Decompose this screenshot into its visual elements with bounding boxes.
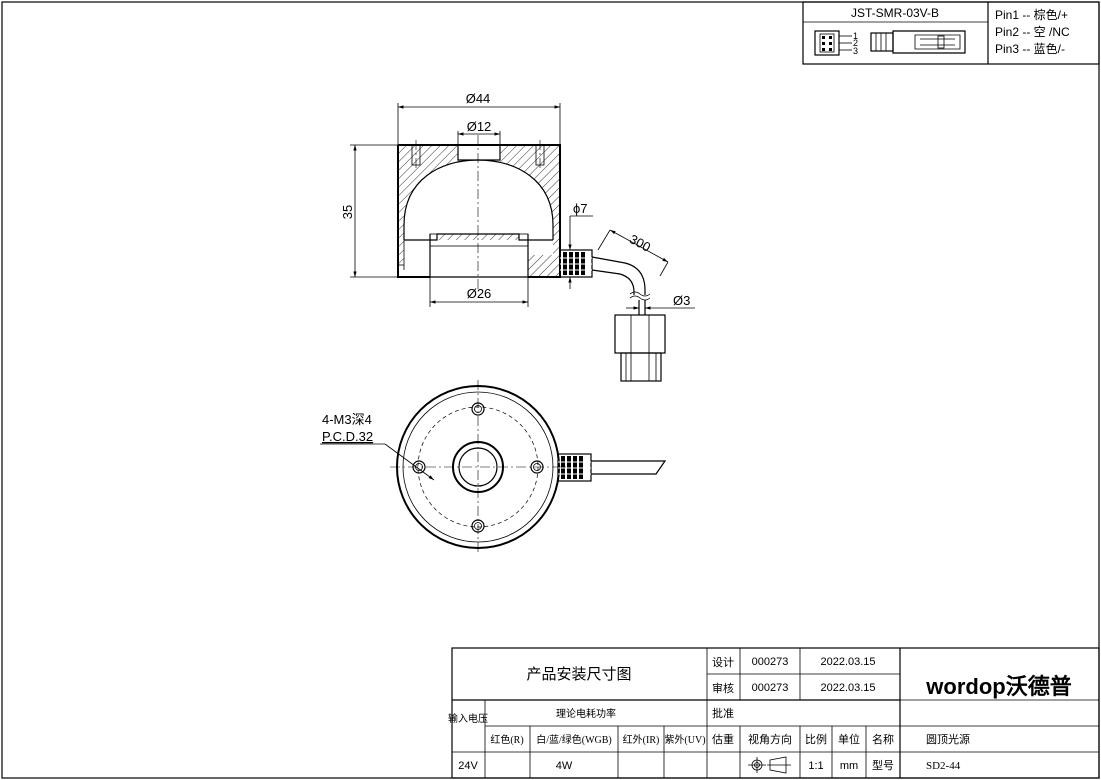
col-name: 名称 xyxy=(872,732,894,746)
mount-hole-right xyxy=(530,460,544,474)
dim-gland-diameter: ϕ7 xyxy=(573,201,588,216)
col-estimate: 估重 xyxy=(712,732,734,746)
pin-number-2: 2 xyxy=(853,38,858,48)
top-view-cable-gland xyxy=(557,453,592,482)
top-view: 4-M3深4 P.C.D.32 xyxy=(320,380,667,555)
col-scale: 比例 xyxy=(805,732,827,746)
mount-hole-left xyxy=(412,460,426,474)
product-name: 圆顶光源 xyxy=(926,732,970,746)
power-wgb-value: 4W xyxy=(556,760,573,772)
voltage-value: 24V xyxy=(458,760,478,772)
logo: wordop沃德普 xyxy=(925,674,1071,699)
top-view-cable xyxy=(591,460,667,475)
scale-value: 1:1 xyxy=(808,760,823,772)
power-header: 理论电耗功率 xyxy=(556,707,616,720)
design-label: 设计 xyxy=(712,656,734,669)
dim-top-hole-diameter: Ø12 xyxy=(467,119,492,134)
mount-hole-top xyxy=(471,402,485,416)
col-view: 视角方向 xyxy=(748,732,792,746)
pcd-spec: P.C.D.32 xyxy=(322,429,373,444)
projection-symbol-icon xyxy=(748,756,791,774)
mount-hole-bottom xyxy=(471,519,485,533)
col-uv: 紫外(UV) xyxy=(664,734,705,746)
pin3-desc: Pin3 -- 蓝色/- xyxy=(995,42,1065,56)
pin-number-1: 1 xyxy=(853,31,858,41)
col-unit: 单位 xyxy=(838,732,860,746)
pin2-desc: Pin2 -- 空 /NC xyxy=(995,25,1070,39)
col-red: 红色(R) xyxy=(490,733,523,746)
model-label: 型号 xyxy=(872,758,894,772)
unit-value: mm xyxy=(840,760,858,772)
pin-number-3: 3 xyxy=(853,46,858,56)
approve-label: 批准 xyxy=(712,706,734,720)
cable xyxy=(591,256,646,295)
mount-hole-spec: 4-M3深4 xyxy=(322,412,372,427)
pin1-desc: Pin1 -- 棕色/+ xyxy=(995,7,1068,22)
connector-info-box: JST-SMR-03V-B 1 2 3 xyxy=(802,1,1100,65)
design-date: 2022.03.15 xyxy=(820,656,875,668)
col-wgb: 白/蓝/绿色(WGB) xyxy=(536,733,612,746)
model-value: SD2-44 xyxy=(926,760,961,772)
cable-gland xyxy=(559,249,593,278)
review-date: 2022.03.15 xyxy=(820,682,875,694)
connector-model: JST-SMR-03V-B xyxy=(851,6,939,20)
connector-header-icon xyxy=(814,30,852,56)
title-block: 产品安装尺寸图 设计 000273 2022.03.15 审核 000273 2… xyxy=(448,647,1100,779)
plug-housing xyxy=(614,314,666,382)
connector-plug-icon xyxy=(870,30,966,54)
col-ir: 红外(IR) xyxy=(623,733,660,746)
dim-bottom-opening: Ø26 xyxy=(467,286,492,301)
section-view: Ø44 Ø12 35 Ø26 ϕ7 300 Ø3 xyxy=(340,91,695,382)
drawing-title: 产品安装尺寸图 xyxy=(526,666,631,683)
input-voltage-label: 输入电压 xyxy=(448,712,488,725)
review-label: 审核 xyxy=(712,681,734,695)
dim-height: 35 xyxy=(340,205,355,219)
design-no: 000273 xyxy=(752,656,789,668)
dim-cable-diameter: Ø3 xyxy=(673,293,690,308)
review-no: 000273 xyxy=(752,682,789,694)
dim-outer-diameter: Ø44 xyxy=(466,91,491,106)
